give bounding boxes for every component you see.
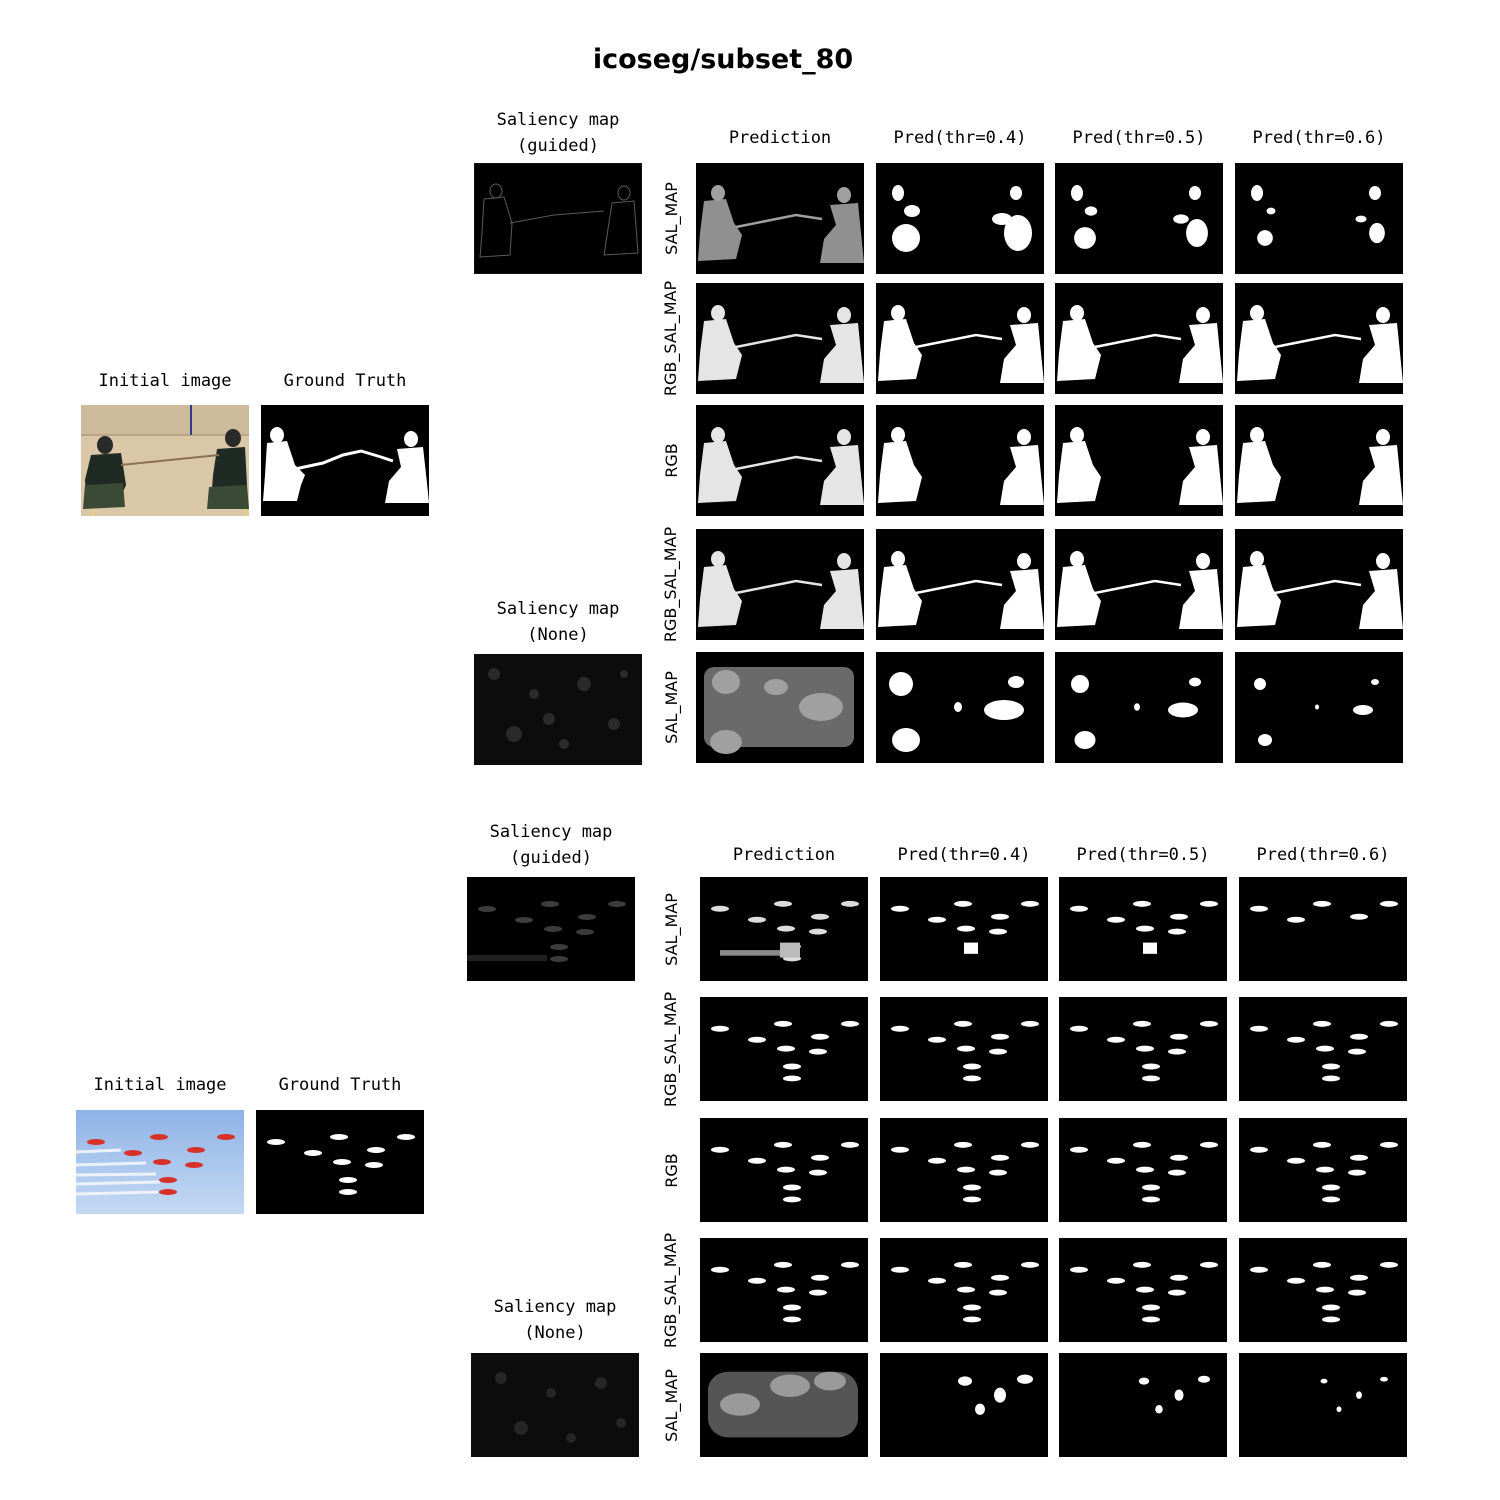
threshold-mask [1235, 283, 1403, 394]
row-label-sal-map: SAL_MAP [661, 1368, 681, 1442]
saliency-guided-label: Saliency map (guided) [489, 822, 613, 868]
col-pred-05-1: Pred(thr=0.5) [1072, 128, 1206, 148]
threshold-mask [880, 997, 1048, 1101]
threshold-mask [1059, 877, 1227, 981]
prediction-map [696, 163, 864, 274]
threshold-mask [876, 652, 1044, 763]
threshold-mask [1235, 652, 1403, 763]
ground-truth-label: Ground Truth [278, 1075, 402, 1095]
initial-image-label: Initial image [98, 371, 232, 391]
saliency-none-label: Saliency map (None) [493, 1297, 617, 1343]
col-pred-04-1: Pred(thr=0.4) [893, 128, 1027, 148]
threshold-mask [876, 529, 1044, 640]
col-pred-05-2: Pred(thr=0.5) [1076, 845, 1210, 865]
col-prediction-2: Prediction [732, 845, 836, 865]
prediction-map [696, 529, 864, 640]
prediction-map [700, 1238, 868, 1342]
prediction-map [700, 1118, 868, 1222]
threshold-mask [1235, 529, 1403, 640]
threshold-mask [880, 1118, 1048, 1222]
col-pred-06-2: Pred(thr=0.6) [1256, 845, 1390, 865]
threshold-mask [1055, 405, 1223, 516]
threshold-mask [1055, 529, 1223, 640]
ground-truth-label: Ground Truth [283, 371, 407, 391]
threshold-mask [1059, 1353, 1227, 1457]
prediction-map [700, 877, 868, 981]
prediction-map [700, 997, 868, 1101]
ground-truth-mask [261, 405, 429, 516]
saliency-guided-label: Saliency map (guided) [496, 110, 620, 156]
threshold-mask [876, 405, 1044, 516]
figure-title: icoseg/subset_80 [592, 44, 854, 75]
row-label-rgb: RGB [661, 443, 681, 478]
row-label-sal-map: SAL_MAP [661, 892, 681, 966]
threshold-mask [876, 163, 1044, 274]
threshold-mask [1235, 163, 1403, 274]
saliency-map-none [474, 654, 642, 765]
threshold-mask [880, 877, 1048, 981]
threshold-mask [1059, 1238, 1227, 1342]
initial-image [81, 405, 249, 516]
threshold-mask [1239, 997, 1407, 1101]
col-pred-04-2: Pred(thr=0.4) [897, 845, 1031, 865]
threshold-mask [1239, 1238, 1407, 1342]
row-label-rgb-sal-map: RGB_SAL_MAP [661, 526, 681, 643]
threshold-mask [1239, 1353, 1407, 1457]
row-label-sal-map: SAL_MAP [661, 671, 681, 744]
col-prediction-1: Prediction [728, 128, 832, 148]
prediction-map [696, 405, 864, 516]
row-label-rgb-sal-map: RGB_SAL_MAP [661, 991, 681, 1107]
row-label-rgb-sal-map: RGB_SAL_MAP [661, 280, 681, 397]
threshold-mask [1055, 652, 1223, 763]
initial-image [76, 1110, 244, 1214]
threshold-mask [1239, 1118, 1407, 1222]
threshold-mask [876, 283, 1044, 394]
threshold-mask [1055, 163, 1223, 274]
saliency-none-label: Saliency map (None) [496, 599, 620, 645]
prediction-map [696, 283, 864, 394]
threshold-mask [880, 1238, 1048, 1342]
row-label-rgb: RGB [661, 1152, 681, 1188]
threshold-mask [1059, 997, 1227, 1101]
threshold-mask [1239, 877, 1407, 981]
saliency-map-none [471, 1353, 639, 1457]
initial-image-label: Initial image [93, 1075, 227, 1095]
threshold-mask [880, 1353, 1048, 1457]
prediction-map [696, 652, 864, 763]
col-pred-06-1: Pred(thr=0.6) [1252, 128, 1386, 148]
threshold-mask [1055, 283, 1223, 394]
threshold-mask [1059, 1118, 1227, 1222]
ground-truth-mask [256, 1110, 424, 1214]
row-label-rgb-sal-map: RGB_SAL_MAP [661, 1232, 681, 1348]
saliency-map-guided [467, 877, 635, 981]
saliency-map-guided [474, 163, 642, 274]
threshold-mask [1235, 405, 1403, 516]
row-label-sal-map: SAL_MAP [661, 182, 681, 255]
prediction-map [700, 1353, 868, 1457]
